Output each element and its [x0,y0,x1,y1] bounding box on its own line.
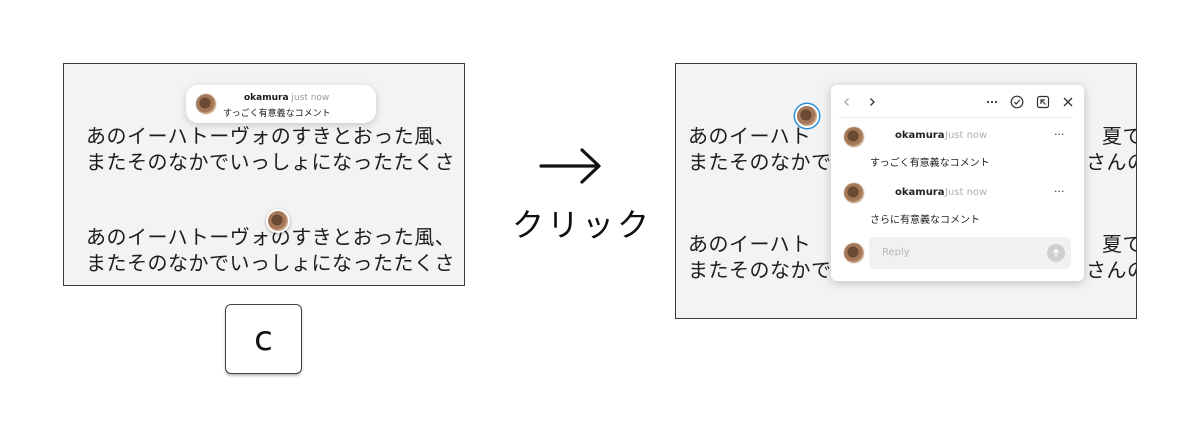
chevron-right-icon[interactable] [864,94,880,110]
comment-more-button[interactable]: ··· [1054,128,1065,141]
text-line: あのイーハト [688,232,812,256]
open-sidebar-icon[interactable] [1035,94,1051,110]
text-line: 夏で [1102,124,1136,148]
text-line: 夏で [1102,232,1136,256]
comment-author: okamura [895,130,945,141]
reply-placeholder: Reply [882,247,910,258]
text-line: あのイーハトーヴォのすきとおった風、 [86,124,456,148]
more-icon[interactable] [984,94,1000,110]
avatar [196,94,216,114]
close-icon[interactable] [1060,94,1076,110]
comment-text: すっごく有意義なコメント [870,158,990,169]
avatar [844,243,864,263]
comment-more-button[interactable]: ··· [1054,185,1065,198]
comment-author: okamura [244,93,289,103]
text-line: あのイーハト [688,124,812,148]
text-line: またそのなかで [688,150,832,174]
comment-text: すっごく有意義なコメント [223,109,331,119]
click-label: クリック [512,206,653,244]
comment-time: just now [291,93,330,103]
comment-text: さらに有意義なコメント [870,215,980,226]
check-circle-icon[interactable] [1009,94,1025,110]
text-line: さんの [1086,150,1136,174]
right-arrow-icon [538,146,604,190]
text-line: またそのなかでいっしょになったたくさ [86,150,455,174]
chevron-left-icon[interactable] [839,94,855,110]
comment-author: okamura [895,187,945,198]
reply-input[interactable]: Reply [869,237,1071,269]
comment-preview-bubble[interactable]: okamura just now すっごく有意義なコメント [186,85,376,123]
comment-time: Just now [945,187,988,198]
text-line: またそのなかで [688,258,832,282]
text-line: またそのなかでいっしょになったたくさ [86,251,455,275]
avatar [844,127,864,147]
comment-pin-avatar-selected[interactable] [797,106,817,126]
key-label: c [254,319,273,359]
keyboard-key-c: c [225,304,302,374]
comment-pin-avatar[interactable] [266,209,290,233]
toolbar-divider [839,117,1072,118]
avatar [844,183,864,203]
left-canvas: あのイーハトーヴォのすきとおった風、 またそのなかでいっしょになったたくさ あの… [63,63,465,286]
comment-time: Just now [945,130,988,141]
text-line: さんの [1086,258,1136,282]
send-arrow-icon[interactable] [1047,244,1065,262]
comment-thread-popup: okamura Just now ··· すっごく有意義なコメント okamur… [831,85,1084,281]
